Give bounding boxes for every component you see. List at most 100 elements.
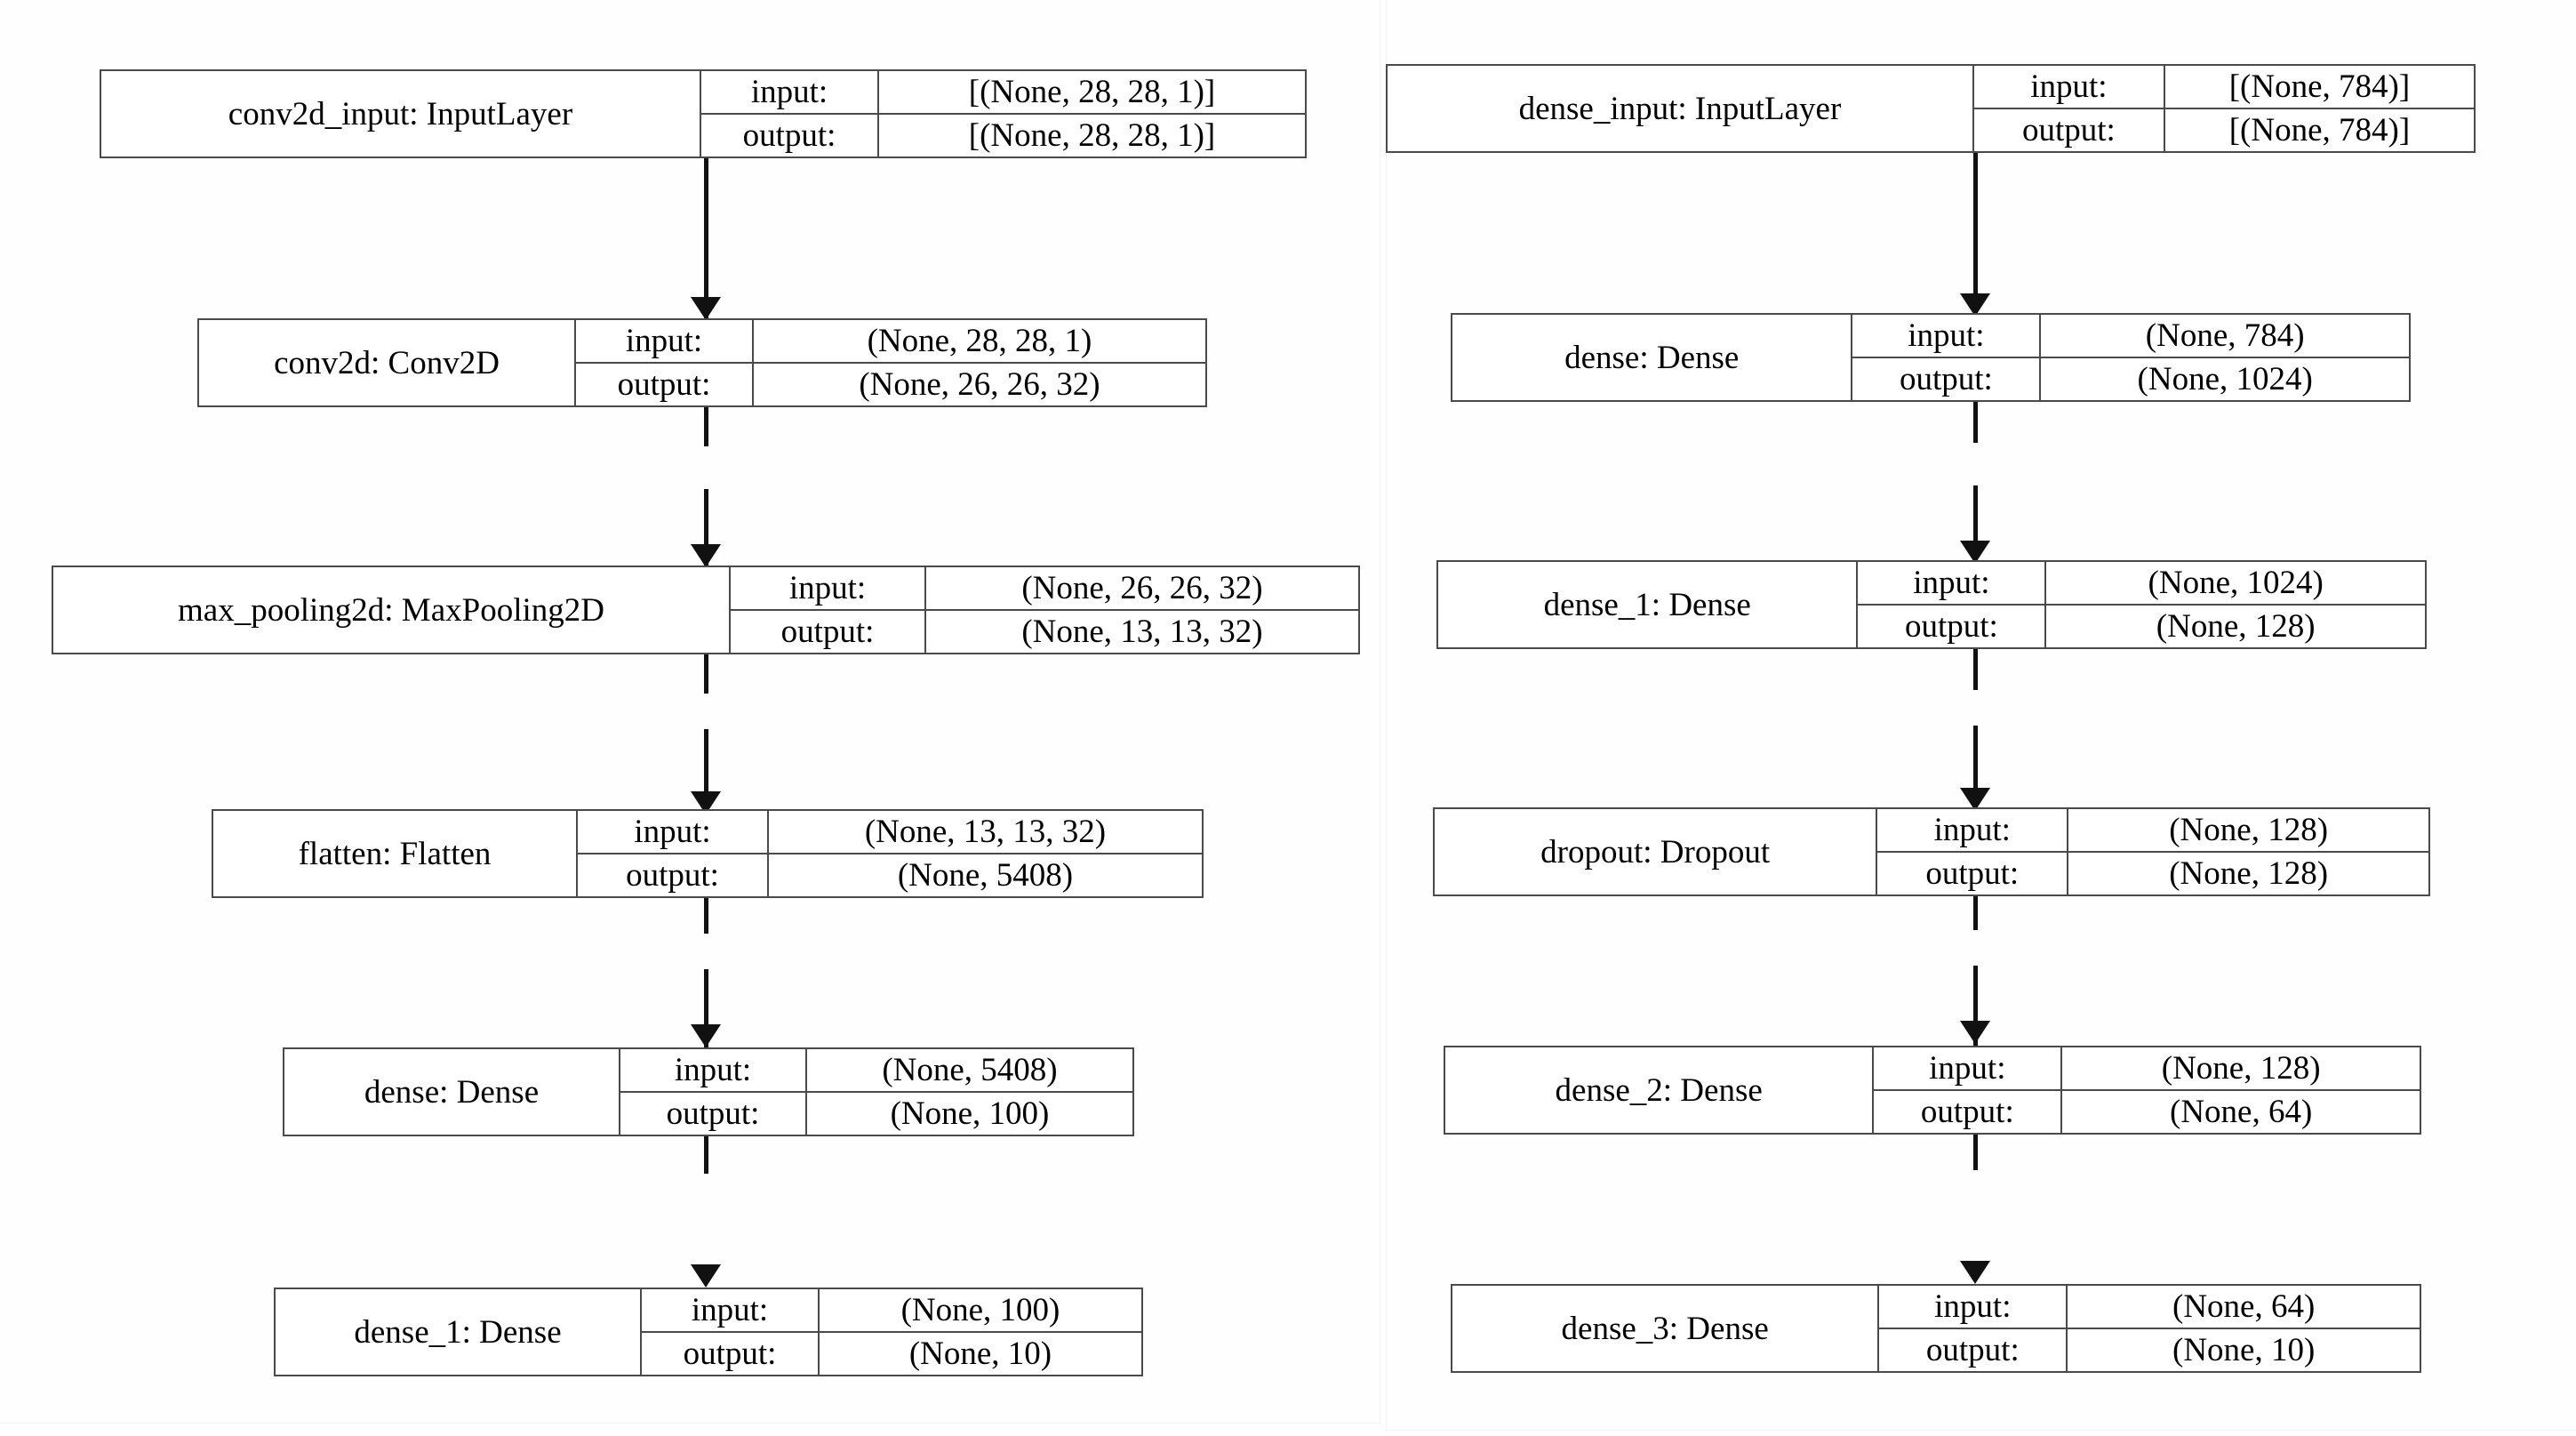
node-label: dense_input: InputLayer <box>1388 66 1974 151</box>
edge-dense_input-to-dense <box>1973 108 1978 313</box>
output-shape-value: (None, 10) <box>908 1336 1052 1372</box>
output-shape-value: [(None, 784)] <box>2228 112 2411 148</box>
output-shape-value: (None, 26, 26, 32) <box>859 366 1100 403</box>
input-label: input: <box>620 1049 807 1091</box>
node-io-table: input: (None, 64) output: (None, 10) <box>1879 1286 2420 1371</box>
output-shape-value: (None, 1024) <box>2137 361 2313 397</box>
node-output-row: output: (None, 10) <box>1879 1329 2420 1371</box>
node-input-row: input: (None, 26, 26, 32) <box>731 567 1358 611</box>
node-label: conv2d: Conv2D <box>199 320 576 405</box>
input-shape-value: (None, 100) <box>900 1292 1060 1328</box>
output-shape-value: (None, 13, 13, 32) <box>1021 614 1263 650</box>
node-flatten[interactable]: flatten: Flatten input: (None, 13, 13, 3… <box>212 809 1204 898</box>
node-input-row: input: (None, 28, 28, 1) <box>576 320 1205 364</box>
node-io-table: input: [(None, 28, 28, 1)] output: [(Non… <box>701 71 1305 156</box>
node-input-row: input: [(None, 784)] <box>1973 66 2474 109</box>
input-label: input: <box>576 320 754 362</box>
input-label: input: <box>701 71 879 113</box>
node-input-row: input: (None, 13, 13, 32) <box>578 811 1202 854</box>
arrowhead-conv2d <box>691 297 721 320</box>
node-conv2d-input[interactable]: conv2d_input: InputLayer input: [(None, … <box>100 69 1307 158</box>
output-label: output: <box>1852 358 2042 400</box>
node-io-table: input: (None, 26, 26, 32) output: (None,… <box>731 567 1358 653</box>
node-io-table: input: (None, 28, 28, 1) output: (None, … <box>576 320 1205 405</box>
arrowhead-dense <box>691 1024 721 1047</box>
node-label: dense_1: Dense <box>276 1289 642 1375</box>
arrowhead-dense <box>1960 293 1990 317</box>
node-output-row: output: (None, 128) <box>1858 606 2425 647</box>
output-label: output: <box>701 115 879 156</box>
node-max-pooling2d[interactable]: max_pooling2d: MaxPooling2D input: (None… <box>52 566 1360 654</box>
node-output-row: output: (None, 13, 13, 32) <box>731 611 1358 653</box>
input-shape-value: (None, 64) <box>2172 1288 2316 1325</box>
node-input-row: input: (None, 784) <box>1852 315 2409 358</box>
node-io-table: input: (None, 128) output: (None, 64) <box>1874 1047 2420 1133</box>
node-io-table: input: (None, 1024) output: (None, 128) <box>1858 562 2425 647</box>
node-label: dense_3: Dense <box>1452 1286 1880 1371</box>
node-label: conv2d_input: InputLayer <box>101 71 701 156</box>
node-input-row: input: (None, 128) <box>1874 1047 2420 1091</box>
node-dense[interactable]: dense: Dense input: (None, 784) output: … <box>1451 313 2411 402</box>
node-io-table: input: (None, 13, 13, 32) output: (None,… <box>578 811 1202 896</box>
input-label: input: <box>731 567 926 609</box>
output-shape-value: (None, 64) <box>2170 1094 2313 1130</box>
input-shape-value: (None, 784) <box>2145 317 2305 354</box>
node-dense-1[interactable]: dense_1: Dense input: (None, 100) output… <box>274 1288 1143 1376</box>
node-dropout[interactable]: dropout: Dropout input: (None, 128) outp… <box>1433 807 2430 896</box>
node-label: dense: Dense <box>284 1049 620 1135</box>
input-shape-value: (None, 5408) <box>882 1052 1058 1088</box>
node-io-table: input: (None, 128) output: (None, 128) <box>1877 809 2428 894</box>
node-output-row: output: (None, 64) <box>1874 1091 2420 1133</box>
node-dense-input[interactable]: dense_input: InputLayer input: [(None, 7… <box>1386 64 2476 153</box>
input-label: input: <box>1877 809 2069 851</box>
input-shape-value: (None, 128) <box>2161 1050 2321 1087</box>
edge-conv2d_input-to-conv2d <box>704 114 708 318</box>
node-dense-3[interactable]: dense_3: Dense input: (None, 64) output:… <box>1451 1284 2421 1373</box>
node-input-row: input: [(None, 28, 28, 1)] <box>701 71 1305 115</box>
output-shape-value: (None, 128) <box>2156 608 2316 645</box>
arrowhead-dense_1 <box>1960 541 1990 564</box>
output-label: output: <box>1879 1329 2068 1371</box>
output-shape-value: (None, 5408) <box>897 857 1074 894</box>
input-shape-value: [(None, 784)] <box>2228 68 2411 105</box>
node-output-row: output: (None, 5408) <box>578 854 1202 896</box>
output-label: output: <box>1974 109 2165 151</box>
node-io-table: input: [(None, 784)] output: [(None, 784… <box>1973 66 2474 151</box>
output-shape-value: (None, 128) <box>2169 855 2329 892</box>
output-label: output: <box>578 854 769 896</box>
input-label: input: <box>1879 1286 2068 1328</box>
node-output-row: output: (None, 1024) <box>1852 358 2409 400</box>
node-output-row: output: (None, 128) <box>1877 853 2428 894</box>
output-shape-value: (None, 10) <box>2172 1332 2316 1368</box>
mlp-graph: dense_input: InputLayer input: [(None, 7… <box>1386 0 2576 1430</box>
input-label: input: <box>1858 562 2047 604</box>
node-dense-2[interactable]: dense_2: Dense input: (None, 128) output… <box>1444 1046 2421 1135</box>
input-shape-value: (None, 28, 28, 1) <box>867 323 1092 359</box>
node-input-row: input: (None, 100) <box>642 1289 1141 1333</box>
node-label: flatten: Flatten <box>213 811 578 896</box>
output-label: output: <box>1874 1091 2063 1133</box>
node-label: max_pooling2d: MaxPooling2D <box>53 567 731 653</box>
node-dense-1[interactable]: dense_1: Dense input: (None, 1024) outpu… <box>1436 560 2427 649</box>
mlp-diagram-panel: dense_input: InputLayer input: [(None, 7… <box>1386 0 2576 1430</box>
node-output-row: output: [(None, 28, 28, 1)] <box>701 115 1305 156</box>
node-io-table: input: (None, 5408) output: (None, 100) <box>620 1049 1132 1135</box>
output-label: output: <box>731 611 926 653</box>
input-label: input: <box>1974 66 2165 108</box>
node-output-row: output: (None, 100) <box>620 1093 1132 1135</box>
input-label: input: <box>1852 315 2042 357</box>
output-label: output: <box>1877 853 2069 894</box>
input-label: input: <box>1874 1047 2063 1089</box>
node-label: dense: Dense <box>1452 315 1853 400</box>
input-shape-value: (None, 26, 26, 32) <box>1021 570 1263 606</box>
node-dense[interactable]: dense: Dense input: (None, 5408) output:… <box>283 1047 1134 1136</box>
node-label: dense_2: Dense <box>1445 1047 1875 1133</box>
input-label: input: <box>578 811 769 853</box>
output-shape-value: [(None, 28, 28, 1)] <box>968 117 1216 154</box>
node-io-table: input: (None, 100) output: (None, 10) <box>642 1289 1141 1375</box>
cnn-diagram-panel: conv2d_input: InputLayer input: [(None, … <box>52 69 1360 1376</box>
input-shape-value: (None, 13, 13, 32) <box>864 814 1107 850</box>
node-conv2d[interactable]: conv2d: Conv2D input: (None, 28, 28, 1) … <box>197 318 1207 407</box>
cnn-graph: conv2d_input: InputLayer input: [(None, … <box>52 69 1360 1376</box>
node-output-row: output: (None, 26, 26, 32) <box>576 364 1205 405</box>
